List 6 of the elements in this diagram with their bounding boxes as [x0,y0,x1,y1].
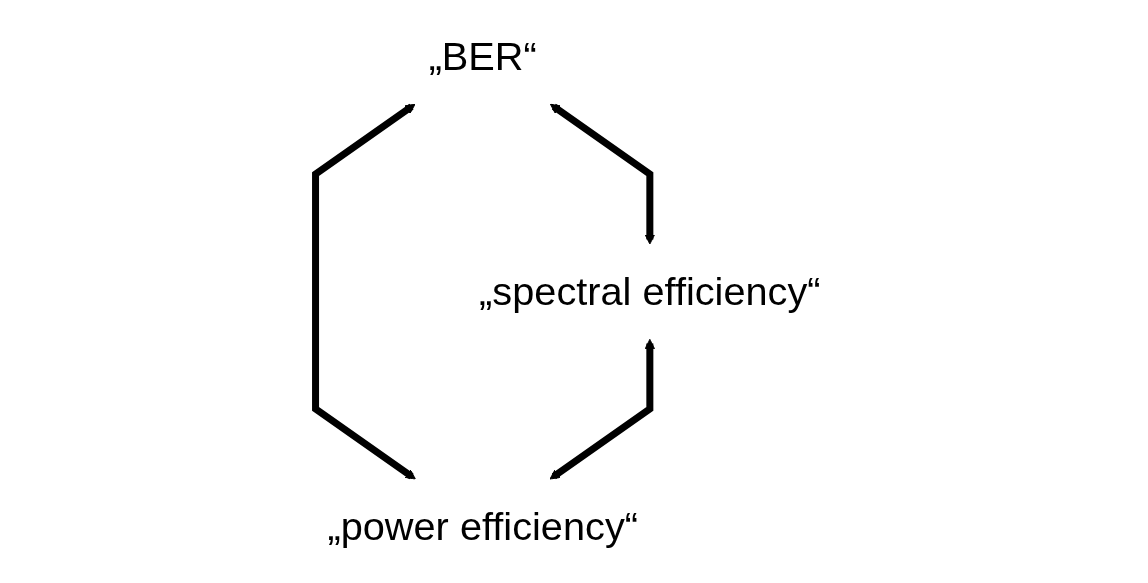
node-text: „BER“ [428,33,537,79]
arrow [549,338,655,480]
node-text: „power efficiency“ [327,503,638,548]
arrow [312,103,416,480]
arrow [549,103,655,245]
node-text: „spectral efficiency“ [479,268,821,314]
